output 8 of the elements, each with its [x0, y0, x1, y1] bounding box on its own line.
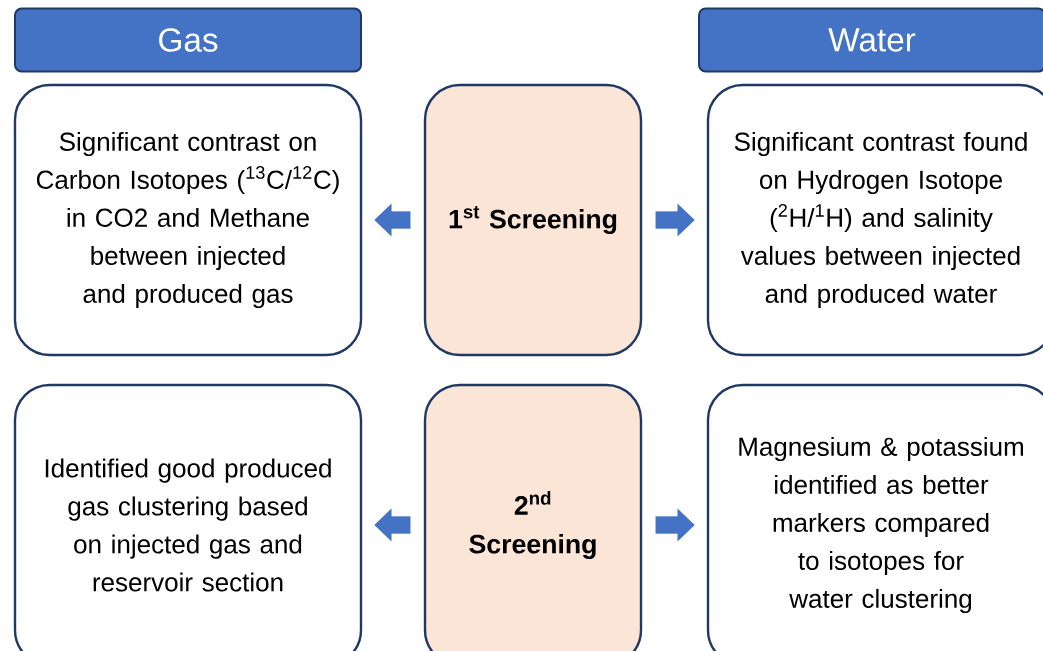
- header-bar: Gas: [14, 7, 362, 73]
- rounded-text-box: Identified good produced gas clustering based on injected gas and reservoir section: [13, 383, 363, 651]
- rounded-text-box: Significant contrast on Carbon Isotopes ($^{13}$C/$^{12}$C) in CO2 and Methane between injected and produced gas: [13, 83, 363, 357]
- rounded-text-box: Magnesium & potassium identified as better markers compared to isotopes for water clustering: [706, 383, 1043, 651]
- header-bar: Water: [698, 7, 1043, 73]
- screening-box: 1$^{st}$ Screening: [423, 83, 643, 357]
- screening-box: 2$^{nd}$ Screening: [423, 383, 643, 651]
- rounded-text-box: Significant contrast found on Hydrogen Isotope ($^{2}$H/$^{1}$H) and salinity values between injected and produced water: [706, 83, 1043, 357]
